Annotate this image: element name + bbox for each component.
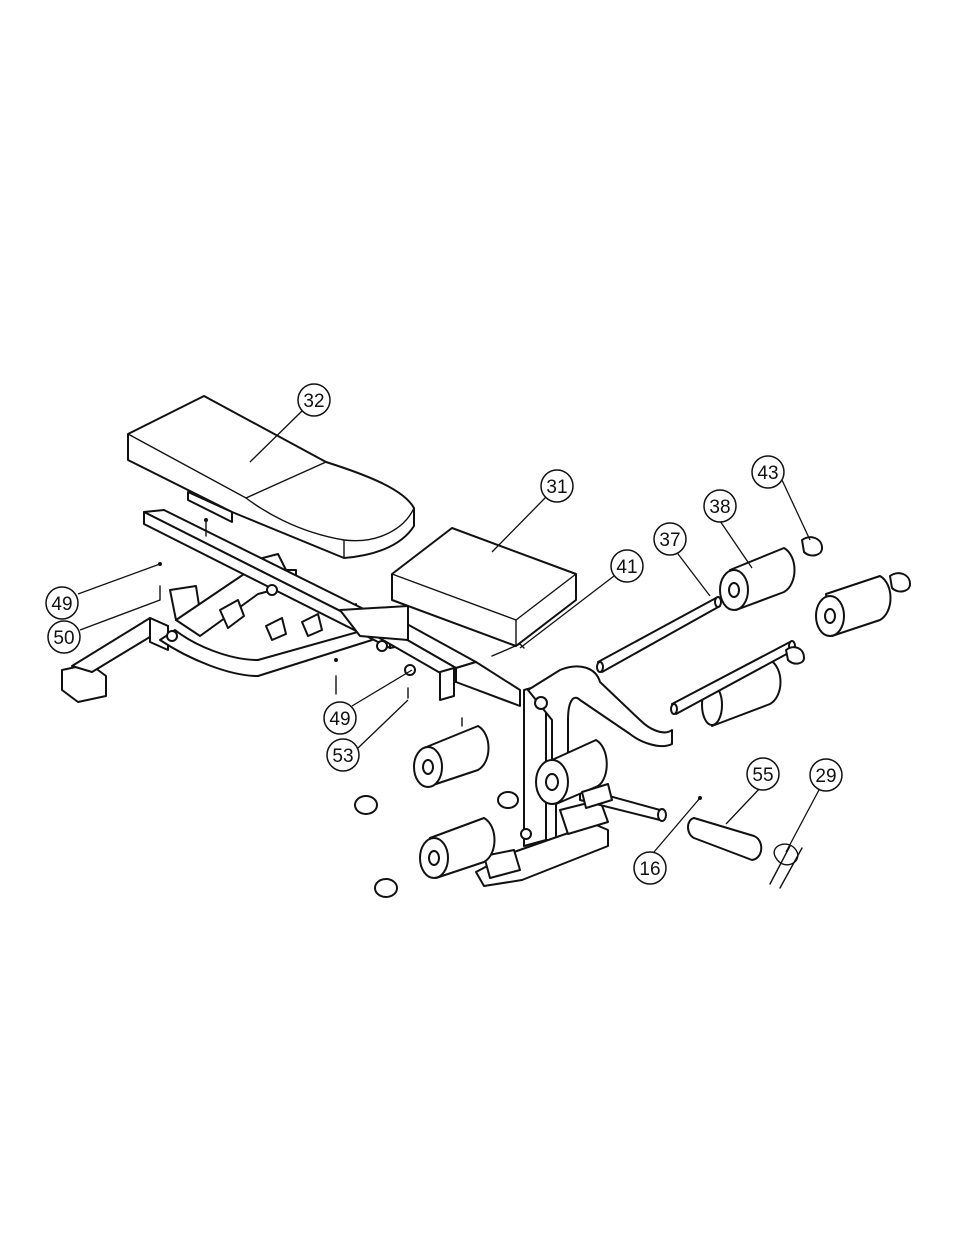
callout-16-label: 16 [639, 859, 660, 880]
callout-49-upper: 49 [46, 587, 78, 619]
pin-41 [492, 644, 524, 656]
callout-55: 55 [747, 758, 779, 790]
roller-pad-38 [720, 548, 795, 610]
callout-29: 29 [810, 759, 842, 791]
callout-16: 16 [634, 852, 666, 884]
roller-pad-left-upper [414, 726, 489, 787]
callout-53: 53 [327, 739, 359, 771]
callout-50: 50 [48, 621, 80, 653]
callout-41: 41 [611, 550, 643, 582]
callout-53-label: 53 [332, 746, 353, 767]
callout-49-upper-label: 49 [51, 594, 72, 615]
seat-pad [392, 528, 576, 646]
callout-55-label: 55 [752, 765, 773, 786]
callout-38-label: 38 [709, 497, 730, 518]
roller-pad-right [816, 576, 891, 636]
callout-50-label: 50 [53, 628, 74, 649]
roller-sleeve-55 [688, 818, 761, 860]
callout-31-label: 31 [546, 477, 567, 498]
callout-49-lower: 49 [324, 702, 356, 734]
callout-37: 37 [654, 523, 686, 555]
callout-43-label: 43 [757, 463, 778, 484]
callout-43: 43 [752, 456, 784, 488]
callout-38: 38 [704, 490, 736, 522]
callout-29-label: 29 [815, 766, 836, 787]
callout-41-label: 41 [616, 557, 637, 578]
callout-49-lower-label: 49 [329, 709, 350, 730]
callout-31: 31 [541, 470, 573, 502]
rear-base-frame [62, 554, 372, 702]
callout-32-label: 32 [303, 391, 324, 412]
callout-37-label: 37 [659, 530, 680, 551]
callout-32: 32 [298, 384, 330, 416]
tube-37 [597, 597, 721, 672]
